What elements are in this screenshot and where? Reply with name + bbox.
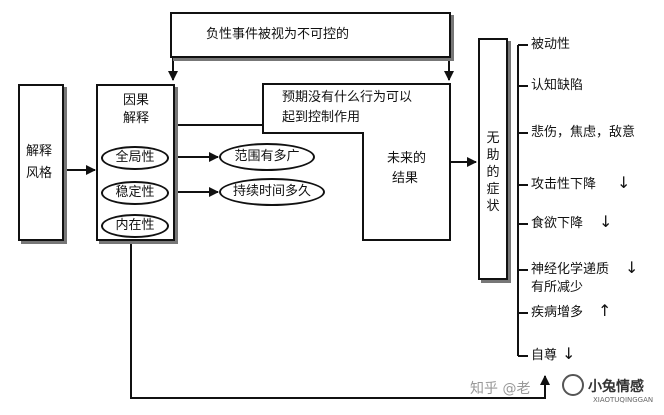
global-label: 全局性 <box>115 150 155 165</box>
duration-label: 持续时间多久 <box>232 184 311 199</box>
range-label: 范围有多广 <box>234 149 300 164</box>
watermark-platform: 知乎 @老 <box>470 381 531 397</box>
causal-explanation-line2: 解释 <box>123 111 150 126</box>
helplessness-char-1: 无 <box>486 131 500 146</box>
helplessness-label: 无 助 的 症 状 <box>485 130 501 215</box>
uncontrollable-event-text: 负性事件被视为不可控的 <box>206 27 350 42</box>
helplessness-char-2: 助 <box>486 148 500 163</box>
down-arrow-icon: ↓ <box>562 344 576 363</box>
watermark-sub: XIAOTUQINGGAN <box>593 396 654 404</box>
rabbit-logo-icon <box>562 374 584 396</box>
symptom-cognitive-deficit: 认知缺陷 <box>531 78 584 93</box>
up-arrow-icon: ↑ <box>598 301 612 320</box>
global-pill: 全局性 <box>101 146 169 170</box>
duration-pill: 持续时间多久 <box>219 178 325 206</box>
helplessness-char-4: 症 <box>486 182 500 197</box>
expectation-line2: 起到控制作用 <box>282 110 361 125</box>
symptom-appetite-decline: 食欲下降 <box>531 216 584 231</box>
down-arrow-icon: ↓ <box>625 258 639 277</box>
symptom-sadness-anxiety-hostility: 悲伤，焦虑，敌意 <box>531 125 636 140</box>
helplessness-box: 无 助 的 症 状 <box>478 38 508 280</box>
expectation-line1: 预期没有什么行为可以 <box>282 90 413 105</box>
internal-pill: 内在性 <box>101 214 169 238</box>
stable-pill: 稳定性 <box>101 181 169 205</box>
attribution-style-line2: 风格 <box>26 166 53 181</box>
attribution-style-line1: 解释 <box>26 144 53 159</box>
attribution-style-box: 解释 风格 <box>18 84 64 241</box>
future-result-line1: 未来的 <box>387 151 427 166</box>
uncontrollable-event-box: 负性事件被视为不可控的 <box>170 12 451 58</box>
helplessness-char-5: 状 <box>486 199 500 214</box>
causal-explanation-line1: 因果 <box>123 93 150 108</box>
watermark-brand: 小兔情感 <box>588 379 644 395</box>
stable-label: 稳定性 <box>115 185 155 200</box>
symptom-passivity: 被动性 <box>531 37 571 52</box>
symptom-neurotransmitter-line1: 神经化学递质 <box>531 262 610 277</box>
symptom-aggression-decline: 攻击性下降 <box>531 177 597 192</box>
symptom-neurotransmitter-line2: 有所减少 <box>531 280 584 295</box>
internal-label: 内在性 <box>115 218 155 233</box>
symptom-self-esteem: 自尊 <box>531 348 558 363</box>
helplessness-char-3: 的 <box>486 165 500 180</box>
down-arrow-icon: ↓ <box>599 212 613 231</box>
future-result-line2: 结果 <box>392 171 419 186</box>
range-pill: 范围有多广 <box>219 143 315 171</box>
symptom-disease-increase: 疾病增多 <box>531 305 584 320</box>
down-arrow-icon: ↓ <box>617 173 631 192</box>
